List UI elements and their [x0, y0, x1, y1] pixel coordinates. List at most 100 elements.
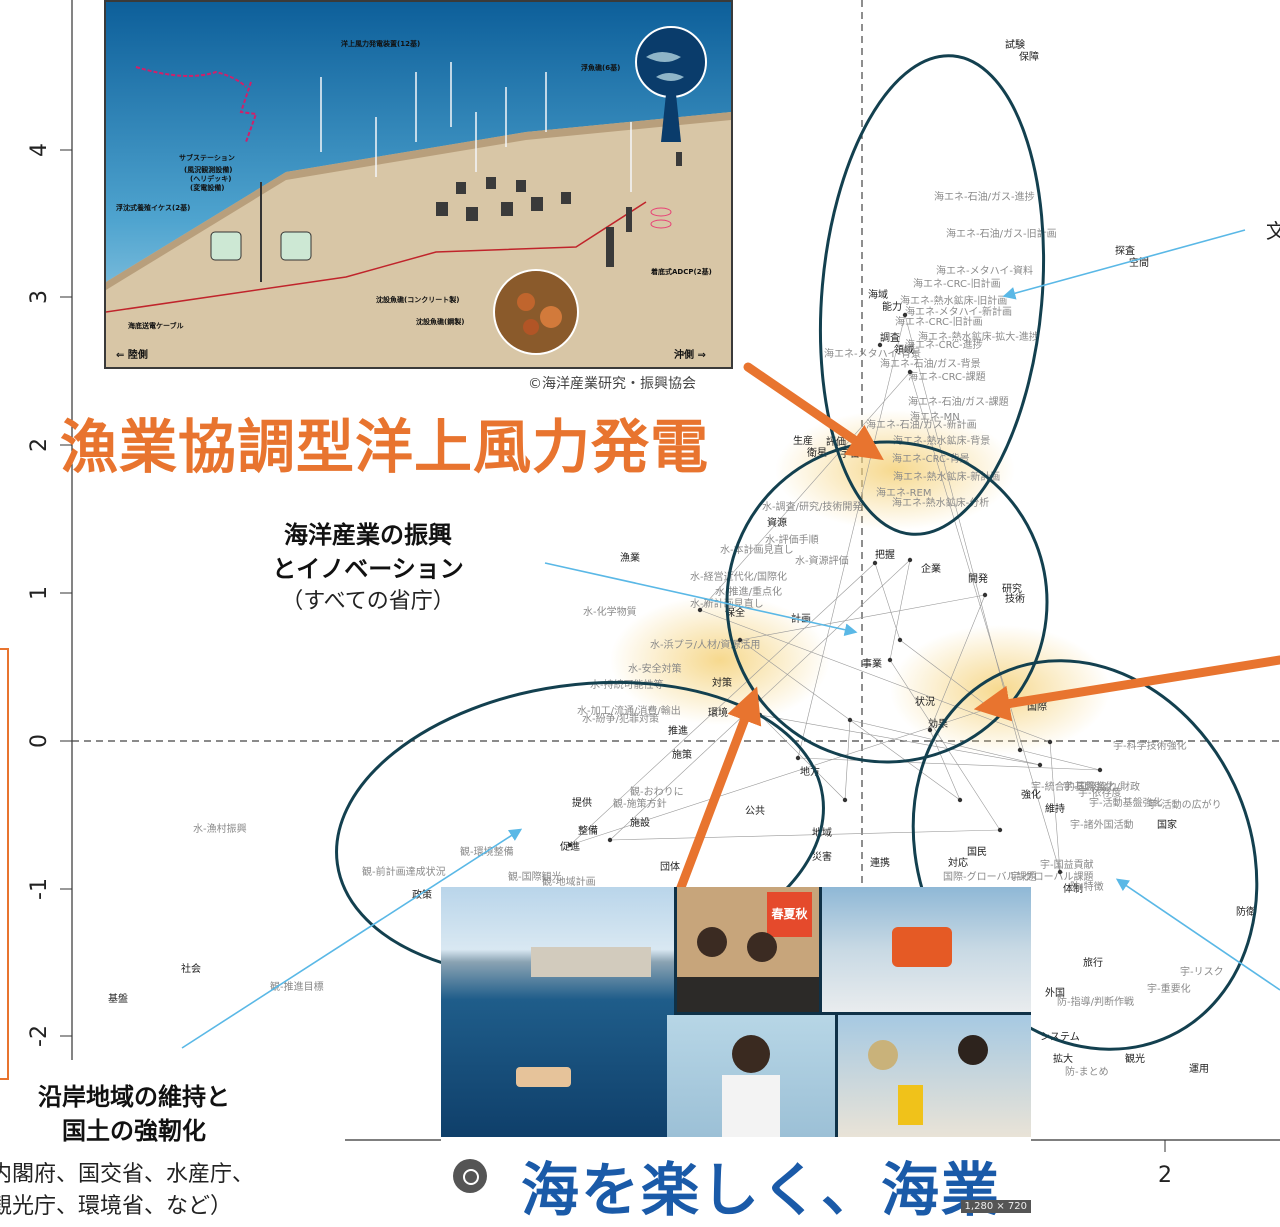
word-label: システム [1040, 1031, 1080, 1043]
word-cloud: 試験探査海域調査評価生産資源漁業把握企業開発研究技術保全計画対策事業環境状況推進… [108, 38, 1256, 1078]
word-label: 水-紛争/犯罪対策 [582, 712, 659, 725]
label-substation-sub3: (変電設備) [190, 183, 224, 192]
word-label: 災害 [812, 850, 832, 863]
word-label: 社会 [181, 962, 201, 975]
word-label: 企業 [921, 562, 941, 575]
blue-pointers [181, 229, 1280, 1049]
word-label: 強化 [1021, 788, 1041, 801]
word-label: 基盤 [108, 992, 128, 1005]
word-label: 公共 [745, 805, 765, 817]
word-label: 推進 [668, 724, 688, 737]
headline-offshore-wind: 漁業協調型洋上風力発電 [60, 413, 710, 481]
label-substation: サブステーション [179, 153, 235, 162]
word-connector [797, 314, 906, 759]
orange-pointers [675, 362, 1280, 895]
word-label: 効果 [928, 717, 948, 730]
cluster-innovation [725, 440, 1049, 764]
lens-search-icon[interactable] [453, 1159, 487, 1193]
cluster-energy [818, 54, 1046, 536]
label-innovation-line3: （すべての省庁） [281, 589, 455, 614]
word-point [567, 842, 573, 848]
word-label: 観-前計画達成状況 [362, 865, 446, 878]
word-label: 維持 [1045, 802, 1065, 815]
word-point [1047, 739, 1053, 745]
word-label: 観-国際観光 [508, 870, 562, 883]
word-label: 施設 [630, 816, 650, 829]
word-label: 政策 [412, 888, 432, 901]
label-innovation-line1: 海洋産業の振興 [284, 521, 452, 549]
word-label: 水-浜プラ/人材/資源活用 [650, 638, 760, 651]
word-label: 観光 [1125, 1052, 1145, 1065]
word-label: 海域 [868, 288, 888, 301]
word-label: 海エネ-CRC-課題 [908, 370, 986, 383]
word-label: 団体 [660, 861, 680, 873]
y-tick-label: 2 [27, 438, 52, 452]
word-label: 水-安全対策 [628, 662, 682, 675]
y-tick-label: 0 [27, 734, 52, 748]
word-point [737, 637, 743, 643]
word-connector [929, 729, 961, 801]
word-label: 海エネ-MN [910, 410, 960, 423]
word-label: 漁業 [620, 551, 640, 564]
word-point [607, 837, 613, 843]
word-point [1017, 747, 1023, 753]
word-label: 海エネ-石油/ガス-進捗 [934, 190, 1035, 203]
word-label: 調査 [880, 331, 900, 344]
word-label: 体制 [1063, 882, 1083, 895]
word-label: 宇-活動基盤強化 [1089, 796, 1163, 809]
label-steel-reef: 沈設魚礁(鋼製) [416, 317, 464, 326]
word-connector [874, 562, 901, 641]
word-label: 宇-統合的基盤強化 [1031, 780, 1115, 793]
word-label: 海エネ-石油/ガス-課題 [908, 395, 1009, 408]
word-point [907, 369, 913, 375]
photo-harbor-ferry [441, 887, 674, 1137]
word-label: 海エネ-熱水鉱床-分析 [892, 496, 989, 509]
word-label: 海エネ-熱水鉱床-旧計画 [900, 294, 1007, 307]
left-orange-frame [0, 648, 9, 1080]
word-point [897, 637, 903, 643]
word-label: 観-地域計画 [542, 875, 596, 888]
photo-fishing-boat-group [822, 887, 1031, 1012]
word-label: 保全 [725, 606, 745, 619]
label-innovation-line2: とイノベーション [272, 555, 464, 583]
word-label: 水-推進/重点化 [715, 585, 782, 598]
word-connector [889, 559, 911, 661]
umigyo-logo-text: 海を楽しく、海業 [521, 1156, 1002, 1224]
word-label: 空間 [1129, 256, 1149, 269]
word-connector [569, 707, 991, 846]
label-fish-aggregating: 浮魚礁(6基) [581, 63, 620, 72]
word-label: 宇-活動の広がり [1148, 798, 1222, 811]
word-label: 宇-国際協力/財政 [1063, 780, 1140, 793]
word-point [1037, 762, 1043, 768]
word-label: 観-施策方針 [613, 797, 667, 810]
label-coastal: 沿岸地域の維持と 国土の強靭化 [0, 1080, 268, 1148]
label-innovation: 海洋産業の振興 とイノベーション （すべての省庁） [232, 518, 504, 618]
image-size-tag: 1,280 × 720 [960, 1200, 1031, 1213]
umigyo-logo-bar: 海を楽しく、海業 1,280 × 720 [441, 1137, 1031, 1224]
word-label: 施策 [672, 748, 692, 761]
word-label: 水-経営近代化/国際化 [690, 570, 787, 583]
word-label: 海エネ-CRC-進捗 [905, 338, 983, 351]
word-label: 宇-諸外国活動 [1070, 818, 1134, 831]
word-label: 宇-依存度 [1078, 786, 1122, 799]
word-point [997, 827, 1003, 833]
word-label: 海エネ-石油/ガス-旧計画 [946, 227, 1057, 240]
word-label: 提供 [572, 796, 592, 809]
photo-eating-couple: 春夏秋 [677, 887, 819, 1012]
y-tick-label: 3 [27, 290, 52, 304]
shop-sign: 春夏秋 [767, 892, 812, 937]
word-label: 開発 [968, 572, 988, 585]
word-point [795, 755, 801, 761]
word-connector [889, 659, 1001, 831]
overlap-glow [610, 595, 830, 725]
word-label: 防-まとめ [1065, 1065, 1109, 1078]
word-point [842, 797, 848, 803]
word-point [847, 717, 853, 723]
label-substation-sub1: (風況観測設備) [184, 165, 232, 174]
label-offshore-side: 沖側 ⇒ [674, 348, 706, 361]
word-point [927, 727, 933, 733]
word-label: 把握 [875, 548, 895, 561]
word-label: 資源 [767, 516, 787, 529]
word-point [902, 312, 908, 318]
word-connector [909, 371, 1061, 873]
